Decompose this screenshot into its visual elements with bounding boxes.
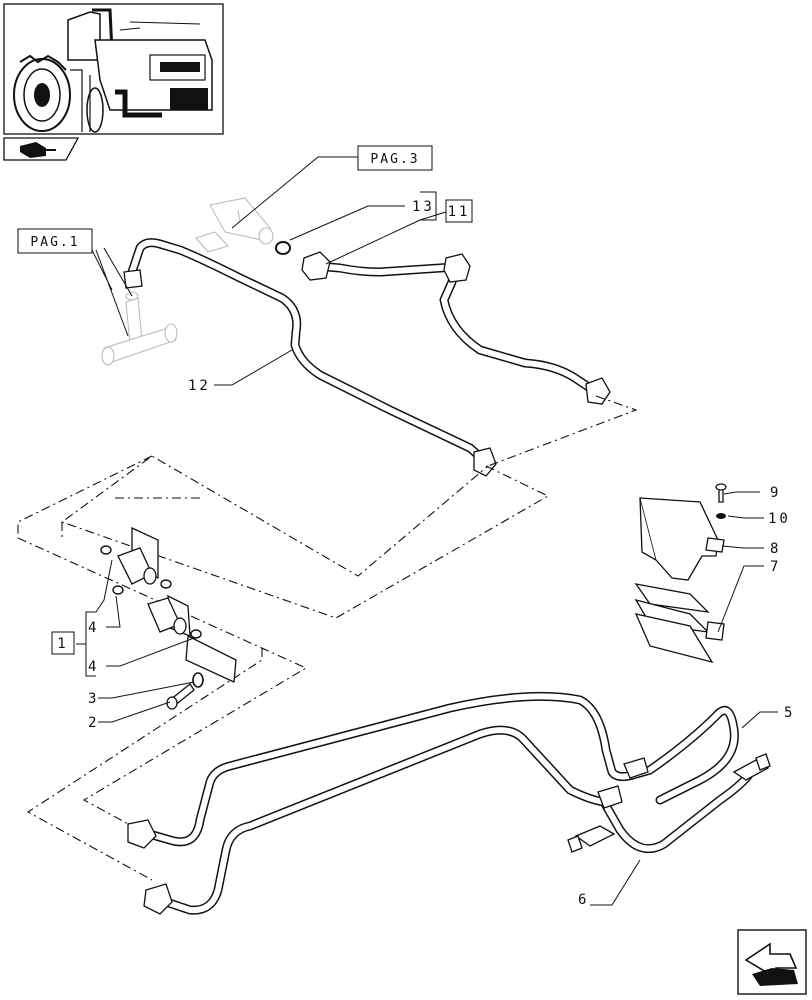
callout-3: 3 [88, 691, 99, 707]
bracket-7[interactable] [634, 583, 725, 664]
callout-11-box: 11 [445, 199, 473, 223]
o-ring-13[interactable] [275, 241, 291, 255]
pipe-5[interactable] [127, 691, 739, 849]
ghost-tee-fitting [101, 291, 178, 366]
callout-8: 8 [770, 541, 781, 557]
bracket-assembly[interactable] [100, 526, 237, 683]
bolt-9[interactable] [715, 483, 727, 503]
pipe-12[interactable] [123, 238, 497, 477]
book-icon[interactable] [3, 137, 80, 161]
hose-fittings[interactable] [567, 753, 771, 853]
callout-4-upper: 4 [88, 620, 99, 636]
cover-8[interactable] [639, 497, 725, 581]
pipe-11[interactable] [301, 251, 611, 405]
callout-9: 9 [770, 485, 781, 501]
ghost-valve-block [195, 197, 274, 253]
pipe-6[interactable] [143, 725, 753, 915]
callout-12: 12 [188, 378, 211, 394]
tractor-thumbnail[interactable] [3, 3, 224, 135]
next-page-arrow-icon[interactable] [737, 929, 807, 995]
callout-6: 6 [578, 892, 589, 908]
callout-5: 5 [784, 705, 795, 721]
callout-7: 7 [770, 559, 781, 575]
callout-2: 2 [88, 715, 99, 731]
callout-11: 11 [448, 204, 471, 220]
leader-lines [76, 156, 778, 906]
svg-text:PAG.1: PAG.1 [30, 235, 79, 250]
callout-13: 13 [412, 199, 435, 215]
callout-1-box: 1 [51, 631, 75, 655]
callout-4-lower: 4 [88, 659, 99, 675]
bolt-2[interactable] [166, 683, 195, 710]
callout-1: 1 [57, 636, 68, 652]
svg-text:PAG.3: PAG.3 [370, 152, 419, 167]
callout-10: 10 [768, 511, 791, 527]
washer-10[interactable] [716, 513, 726, 519]
construction-lines [17, 395, 638, 881]
washer-3[interactable] [192, 672, 204, 688]
ref-page-3[interactable]: PAG.3 [357, 145, 433, 171]
ref-page-1[interactable]: PAG.1 [17, 228, 93, 254]
